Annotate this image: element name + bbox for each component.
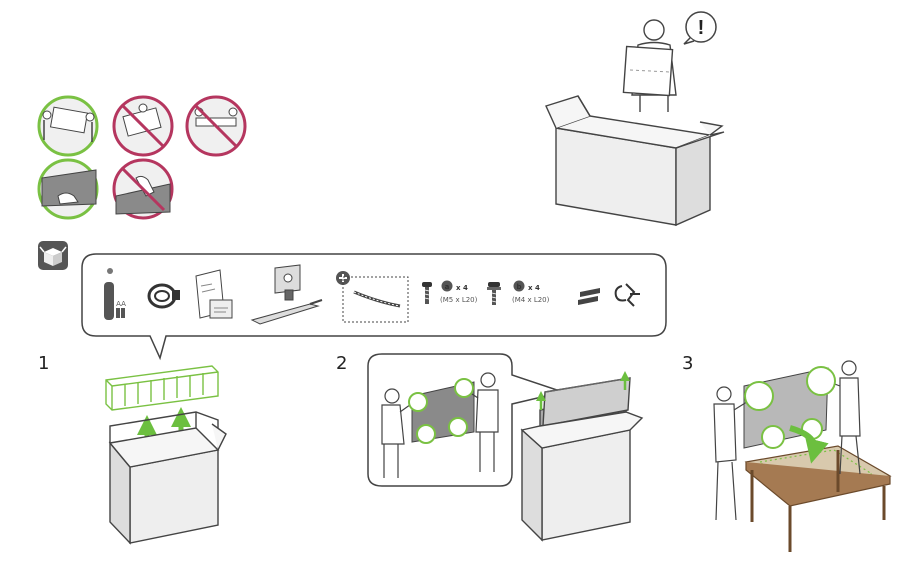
hand-highlight-1 xyxy=(408,392,428,412)
ok-two-person-carry-icon xyxy=(37,95,99,157)
battery-label: AA xyxy=(116,300,126,308)
table xyxy=(744,445,892,552)
ok-hold-bottom-icon xyxy=(37,158,99,220)
cable-holder-icon xyxy=(342,276,409,323)
hand-highlight-2 xyxy=(454,378,474,398)
accessory-tray xyxy=(105,365,219,411)
step-3-number: 3 xyxy=(682,353,693,374)
no-carry-flat-icon xyxy=(185,95,247,157)
step-1-box xyxy=(108,411,227,545)
remote-control-icon: AA xyxy=(104,268,126,320)
screw-b-icon xyxy=(487,282,501,305)
step-3-illustration xyxy=(713,360,892,552)
step-2-box xyxy=(520,377,644,542)
screw-a-label: a x 4 (M5 x L20) xyxy=(440,280,478,304)
screw-a-icon xyxy=(422,282,432,304)
cable-clips-icon xyxy=(578,288,600,305)
hand-highlight-1 xyxy=(744,381,774,411)
screw-b-qty: x 4 xyxy=(528,284,540,292)
accessories-panel: AA xyxy=(81,253,667,361)
cable-clamp-icon xyxy=(614,283,640,307)
hand-highlight-3 xyxy=(761,425,785,449)
box-icon xyxy=(38,241,68,270)
manuals-icon xyxy=(195,269,233,319)
screw-a-letter: a xyxy=(445,283,450,291)
plus-icon xyxy=(336,271,350,285)
step-2-illustration xyxy=(367,353,644,542)
warning-mark: ! xyxy=(698,17,705,39)
screw-b-label: b x 4 (M4 x L20) xyxy=(512,280,550,304)
screw-a-qty: x 4 xyxy=(456,284,468,292)
warning-bubble-icon: ! xyxy=(683,11,717,45)
hand-highlight-3 xyxy=(416,424,436,444)
step-1-number: 1 xyxy=(38,353,49,374)
handling-icons xyxy=(37,95,247,220)
person-left xyxy=(381,388,415,478)
no-touch-screen-icon xyxy=(112,158,174,220)
power-cord-icon xyxy=(147,283,180,309)
screw-b-spec: (M4 x L20) xyxy=(512,296,550,304)
person-right xyxy=(823,360,861,475)
person-right xyxy=(465,372,499,472)
no-single-person-carry-icon xyxy=(112,95,174,157)
hand-highlight-2 xyxy=(806,366,836,396)
step-2-number: 2 xyxy=(336,353,347,374)
lay-down-arrow xyxy=(789,425,829,464)
step-1-illustration xyxy=(105,365,227,545)
screw-b-letter: b xyxy=(516,283,521,291)
screw-a-spec: (M5 x L20) xyxy=(440,296,478,304)
hand-highlight-4 xyxy=(448,417,468,437)
stand-bracket-icon xyxy=(250,264,323,325)
large-box xyxy=(545,95,725,227)
lift-from-box-illustration: ! xyxy=(545,11,725,227)
